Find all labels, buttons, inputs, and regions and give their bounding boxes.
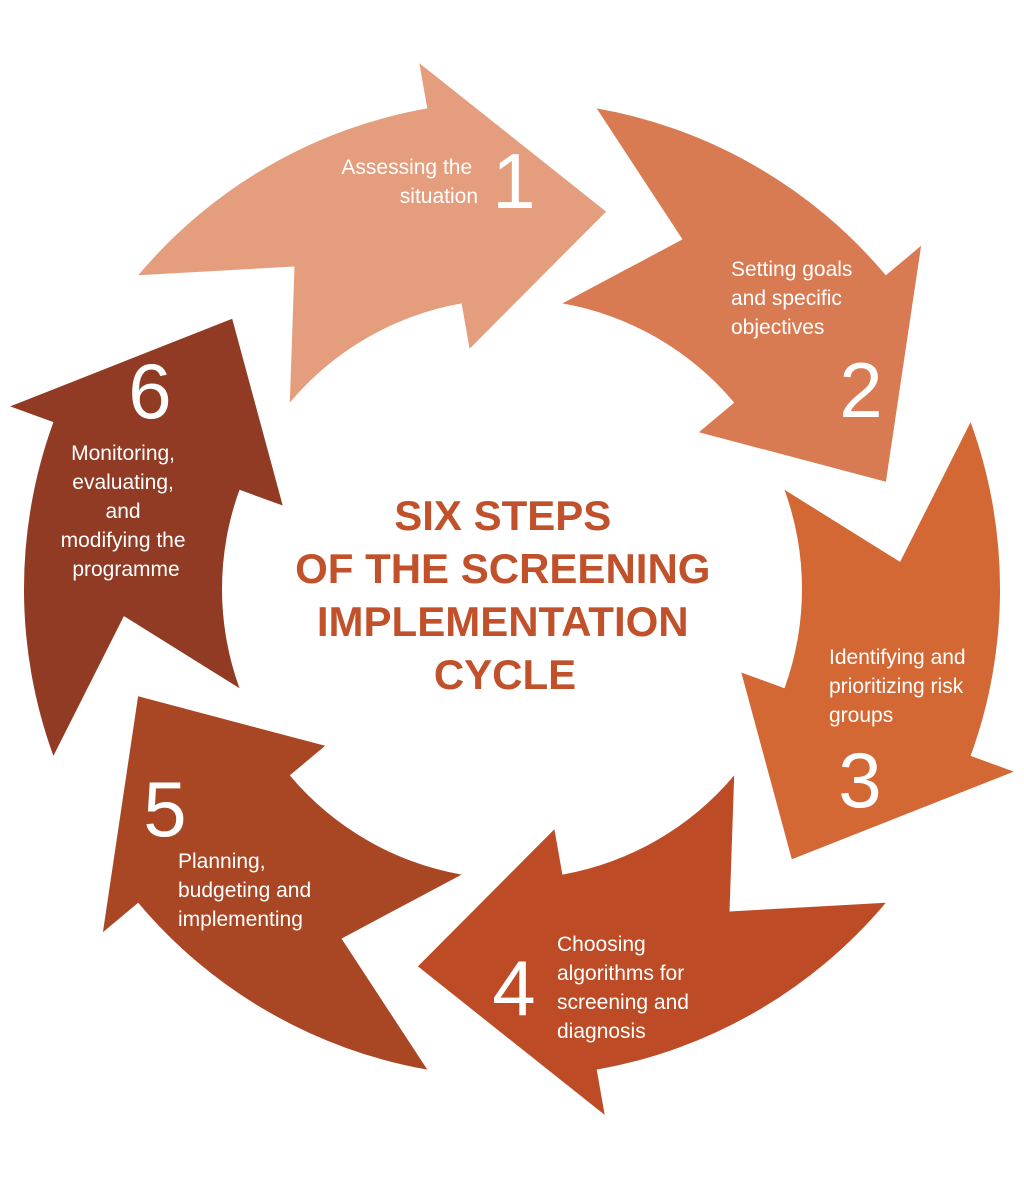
step-4-label-line: algorithms for: [557, 962, 684, 985]
step-5-number: 5: [143, 765, 186, 853]
step-1-label: Assessing the situation: [341, 156, 478, 208]
step-5-label-line: Planning,: [178, 850, 266, 873]
step-6-label-line: evaluating,: [72, 471, 174, 494]
step-3-label-line: Identifying and: [829, 646, 966, 669]
step-5-label: Planning, budgeting and implementing: [178, 850, 317, 931]
step-1-arrow: [138, 63, 607, 403]
step-5-label-line: implementing: [178, 908, 303, 931]
step-6-label-line: and: [106, 500, 141, 523]
step-4-arrow: [417, 775, 886, 1115]
title-line: CYCLE: [434, 651, 576, 698]
step-5-arrow: [102, 696, 462, 1070]
step-4-label-line: Choosing: [557, 933, 646, 956]
step-1-label-line: Assessing the: [341, 156, 472, 179]
step-2-label-line: Setting goals: [731, 258, 852, 281]
step-4-label: Choosing algorithms for screening and di…: [557, 933, 695, 1043]
step-4-label-line: diagnosis: [557, 1020, 646, 1043]
diagram-title: SIX STEPS OF THE SCREENING IMPLEMENTATIO…: [295, 492, 715, 698]
step-6-number: 6: [128, 347, 171, 435]
step-3-label-line: prioritizing risk: [829, 675, 964, 698]
step-3-label: Identifying and prioritizing risk groups: [829, 646, 971, 727]
step-3-number: 3: [838, 736, 881, 824]
title-line: SIX STEPS: [394, 492, 611, 539]
step-1-number: 1: [492, 137, 535, 225]
step-6-arrow: [10, 318, 283, 756]
step-6-label-line: programme: [72, 558, 179, 581]
step-2-label-line: objectives: [731, 316, 824, 339]
step-1-label-line: situation: [400, 185, 478, 208]
step-2-label: Setting goals and specific objectives: [731, 258, 858, 339]
step-4-label-line: screening and: [557, 991, 689, 1014]
step-3-arrow: [741, 422, 1014, 860]
step-5-label-line: budgeting and: [178, 879, 311, 902]
step-4-number: 4: [492, 944, 535, 1032]
step-6-label-line: Monitoring,: [71, 442, 175, 465]
step-6-label: Monitoring, evaluating, and modifying th…: [61, 442, 192, 581]
title-line: OF THE SCREENING: [295, 545, 710, 592]
cycle-arrows: [10, 63, 1014, 1115]
step-2-arrow: [562, 108, 922, 482]
step-2-label-line: and specific: [731, 287, 842, 310]
title-line: IMPLEMENTATION: [317, 598, 689, 645]
step-2-number: 2: [839, 346, 882, 434]
step-6-label-line: modifying the: [61, 529, 186, 552]
step-3-label-line: groups: [829, 704, 893, 727]
